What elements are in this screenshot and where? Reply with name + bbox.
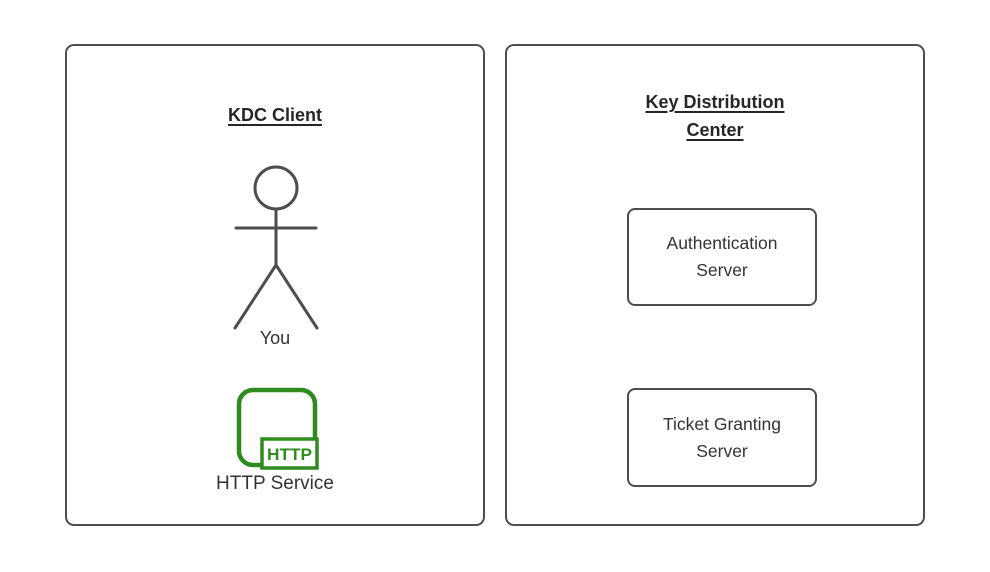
http-tag-box [260,437,319,470]
actor-label: You [259,328,291,348]
kdc-title-text: Key Distribution Center [645,92,785,140]
kdc-client-panel: KDC Client You HTTP HTTP Service [65,44,485,526]
http-service-label: HTTP Service [216,473,334,494]
kdc-client-title-text: KDC Client [228,105,322,125]
http-service-icon: HTTP [236,387,319,470]
ticket-granting-server-label: Ticket Granting Server [662,413,781,461]
key-distribution-center-panel: Key Distribution Center Authentication S… [505,44,925,526]
authentication-server-box: Authentication Server [627,208,817,306]
person-stick-figure-icon [233,165,319,330]
http-tag-text: HTTP [267,445,312,464]
kdc-panel-title: Key Distribution Center [507,88,923,144]
kdc-client-panel-title: KDC Client [67,101,483,129]
authentication-server-label: Authentication Server [666,233,778,280]
ticket-granting-server-box: Ticket Granting Server [627,388,817,487]
